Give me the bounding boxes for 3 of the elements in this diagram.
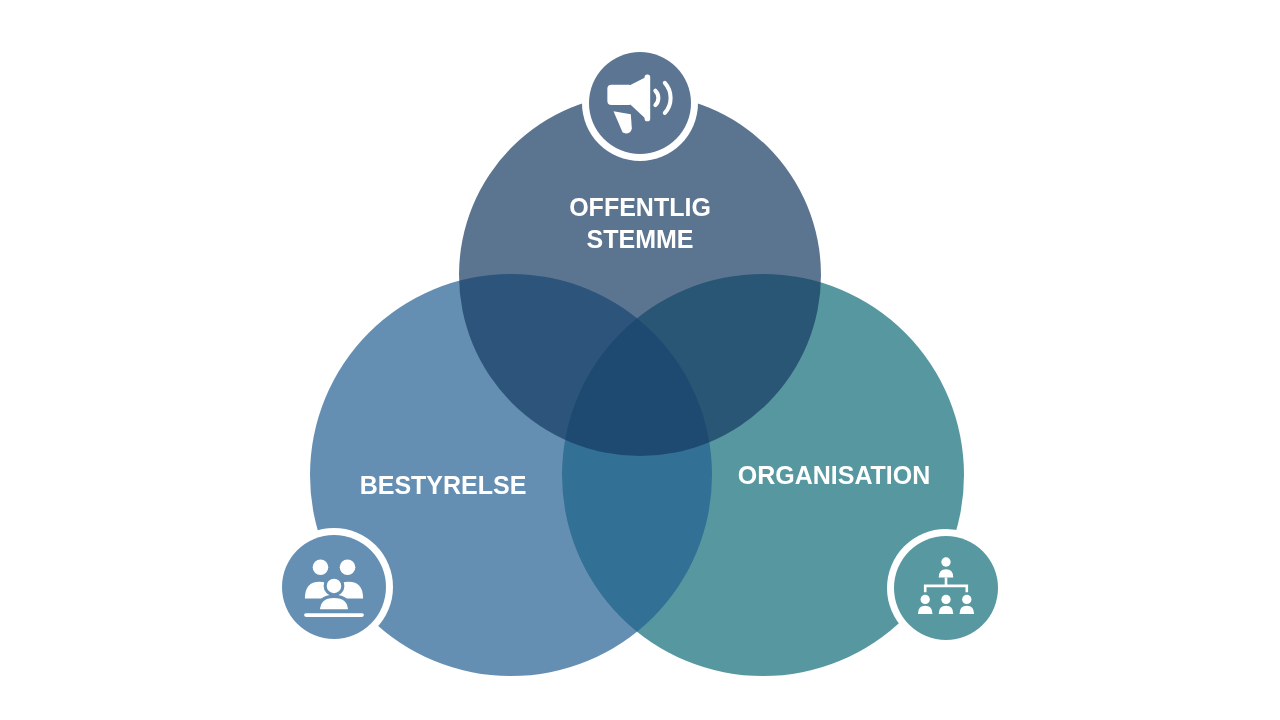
- circle-label: OFFENTLIG STEMME: [568, 192, 712, 255]
- circle-label: BESTYRELSE: [359, 470, 527, 501]
- circle-label: ORGANISATION: [737, 460, 931, 491]
